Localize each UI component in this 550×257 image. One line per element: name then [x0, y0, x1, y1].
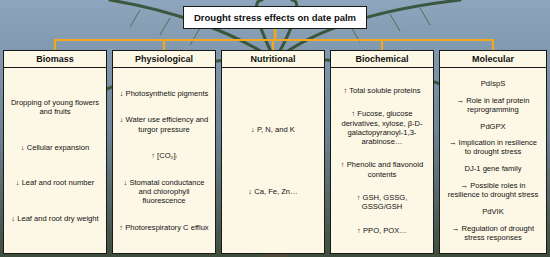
effect-item: → Implication in resilience to drought s…	[445, 138, 541, 156]
bracket-connector	[164, 29, 275, 50]
effect-item: ↓ Leaf and root dry weight	[9, 214, 101, 223]
effect-item: ↑ Photorespiratory C efflux	[118, 223, 210, 232]
effect-item: ↓ Leaf and root number	[9, 178, 101, 187]
effect-item: PdVIK	[445, 207, 541, 216]
column-body: ↓ Photosynthetic pigments ↓ Water use eff…	[113, 68, 215, 253]
bracket-connector	[275, 29, 493, 50]
column-body: PdIspS → Role in leaf protein reprogrammi…	[440, 68, 546, 253]
title-box: Drought stress effects on date palm	[183, 6, 367, 29]
effect-item: DJ-1 gene family	[445, 164, 541, 173]
effect-item: → Possible roles in resilience to drough…	[445, 181, 541, 199]
effect-item: ↑ Phenolic and flavonoid contents	[336, 160, 428, 178]
column-heading: Physiological	[113, 51, 215, 68]
effect-item: ↓ Ca, Fe, Zn…	[227, 187, 319, 196]
effect-item: ↓ Photosynthetic pigments	[118, 89, 210, 98]
effect-item: → Role in leaf protein reprogramming	[445, 96, 541, 114]
effect-item: ↑ [CO₂]ᵢ	[118, 151, 210, 160]
effect-item: ↓ Cellular expansion	[9, 143, 101, 152]
effect-item: ↓ Water use efficiency and turgor pressu…	[118, 115, 210, 133]
effect-item: ↓ Stomatal conductance and chlorophyll f…	[118, 178, 210, 205]
effect-item: Dropping of young flowers and fruits	[9, 98, 101, 116]
column-body: ↓ P, N, and K ↓ Ca, Fe, Zn…	[222, 68, 324, 253]
effect-item: ↑ PPO, POX…	[336, 226, 428, 235]
column-heading: Nutritional	[222, 51, 324, 68]
effect-item: → Regulation of drought stress responses	[445, 224, 541, 242]
category-column: Physiological↓ Photosynthetic pigments↓ …	[112, 50, 216, 254]
category-column: Biochemical ↑ Total soluble proteins ↑ Fuc…	[330, 50, 434, 254]
effect-item: ↑ GSH, GSSG, GSSG/GSH	[336, 193, 428, 211]
effect-item: ↑ Fucose, glucose derivatives, xylose, β…	[336, 109, 428, 145]
category-column: BiomassDropping of young flowers and fru…	[3, 50, 107, 254]
column-body: Dropping of young flowers and fruits ↓ Ce…	[4, 68, 106, 253]
bracket-connector	[55, 29, 275, 50]
effect-item: ↑ Total soluble proteins	[336, 86, 428, 95]
effect-item: PdIspS	[445, 79, 541, 88]
column-body: ↑ Total soluble proteins ↑ Fucose, glucos…	[331, 68, 433, 253]
column-heading: Biochemical	[331, 51, 433, 68]
category-column: MolecularPdIspS → Role in leaf protein re…	[439, 50, 547, 254]
effect-item: PdGPX	[445, 122, 541, 131]
column-heading: Molecular	[440, 51, 546, 68]
effect-item: ↓ P, N, and K	[227, 125, 319, 134]
column-heading: Biomass	[4, 51, 106, 68]
title-text: Drought stress effects on date palm	[194, 12, 356, 23]
category-column: Nutritional ↓ P, N, and K ↓ Ca, Fe, Zn…	[221, 50, 325, 254]
